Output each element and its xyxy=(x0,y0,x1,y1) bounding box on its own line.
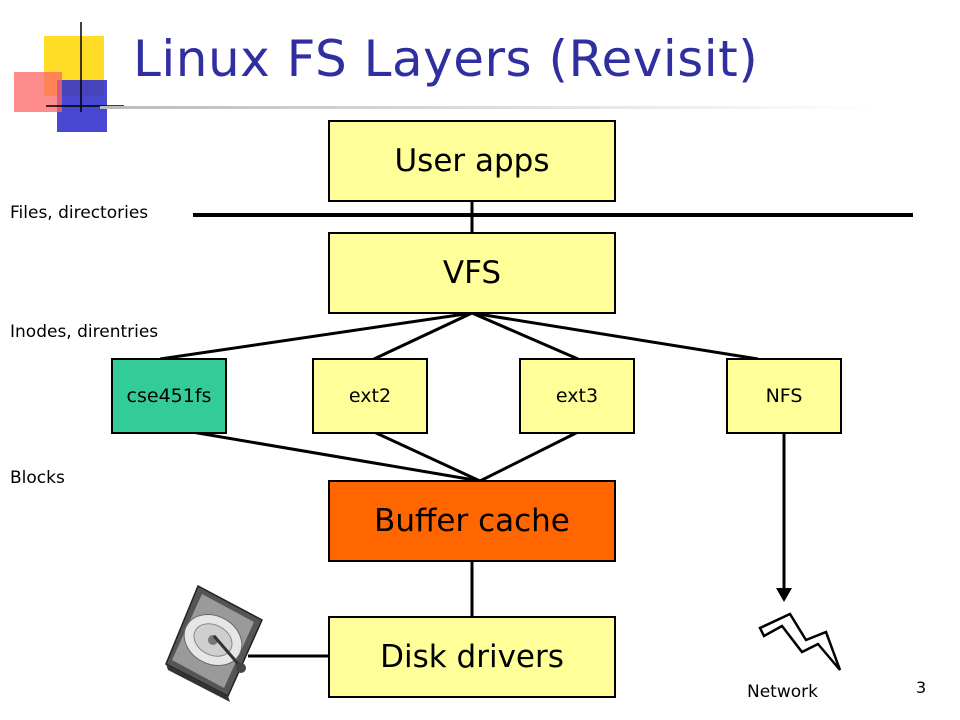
nfs-box: NFS xyxy=(726,358,842,434)
inodes-direntries-label: Inodes, direntries xyxy=(10,322,159,342)
hard-disk-icon xyxy=(165,584,263,702)
slide-logo-icon xyxy=(14,22,124,132)
title-underline xyxy=(100,106,880,109)
network-label: Network xyxy=(747,682,818,702)
lightning-icon xyxy=(758,612,842,671)
user-apps-box: User apps xyxy=(328,120,616,202)
nfs-arrowhead xyxy=(776,588,792,602)
disk-drivers-box: Disk drivers xyxy=(328,616,616,698)
cse451fs-box: cse451fs xyxy=(111,358,227,434)
ext2-box: ext2 xyxy=(312,358,428,434)
connector-lines xyxy=(159,201,786,658)
page-number: 3 xyxy=(916,678,927,697)
slide-title: Linux FS Layers (Revisit) xyxy=(133,30,759,88)
blocks-label: Blocks xyxy=(10,468,65,488)
buffer-cache-box: Buffer cache xyxy=(328,480,616,562)
ext3-box: ext3 xyxy=(519,358,635,434)
files-directories-label: Files, directories xyxy=(10,203,149,223)
vfs-box: VFS xyxy=(328,232,616,314)
